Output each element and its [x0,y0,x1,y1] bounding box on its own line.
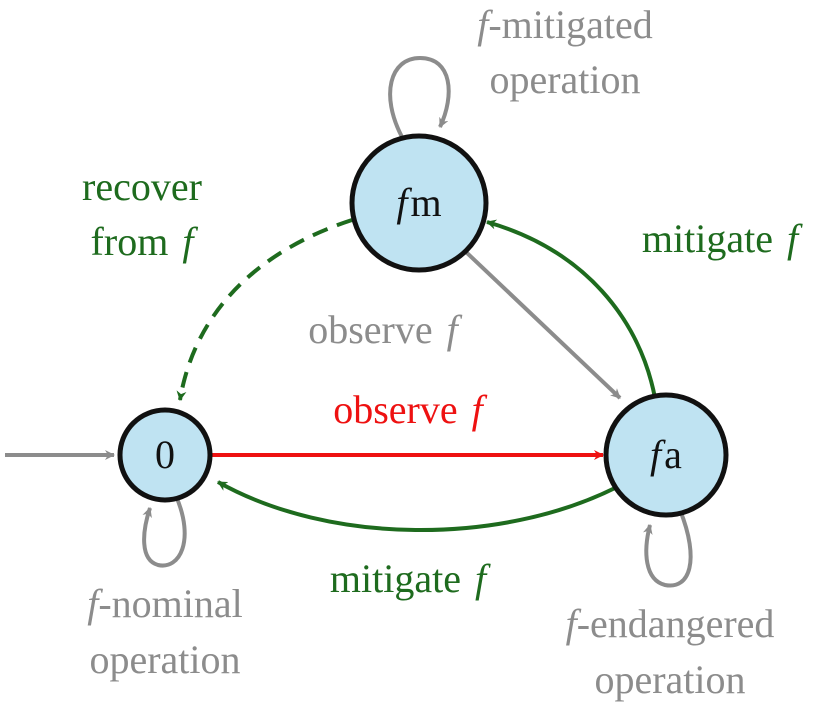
node-fa: fa [603,392,729,518]
svg-text:fm: fm [396,180,441,225]
fm-self-loop [388,55,451,138]
node-fa-suffix: a [664,432,682,477]
fa-self-loop [642,509,693,588]
node-fm: fm [349,133,489,273]
svg-text:fa: fa [650,432,682,477]
label-mitigated-line2: operation [489,57,640,102]
label-nominal-line1: f-nominal [87,581,243,626]
label-mitigated-line1: f-mitigated [477,2,653,47]
label-endangered-line1: f-endangered [566,601,775,646]
node-zero-label: 0 [155,432,175,477]
label-recover-line1: recover [82,164,202,209]
label-nominal-line2: operation [89,637,240,682]
node-fm-suffix: m [411,180,442,225]
zero-self-loop [142,495,187,568]
edge-fm-to-zero [176,218,353,401]
edge-fa-to-zero [217,480,616,533]
label-endangered-line2: operation [594,657,745,702]
edge-fa-to-fm [486,219,657,399]
node-zero: 0 [117,407,213,503]
edge-fm-to-fa [464,250,622,400]
